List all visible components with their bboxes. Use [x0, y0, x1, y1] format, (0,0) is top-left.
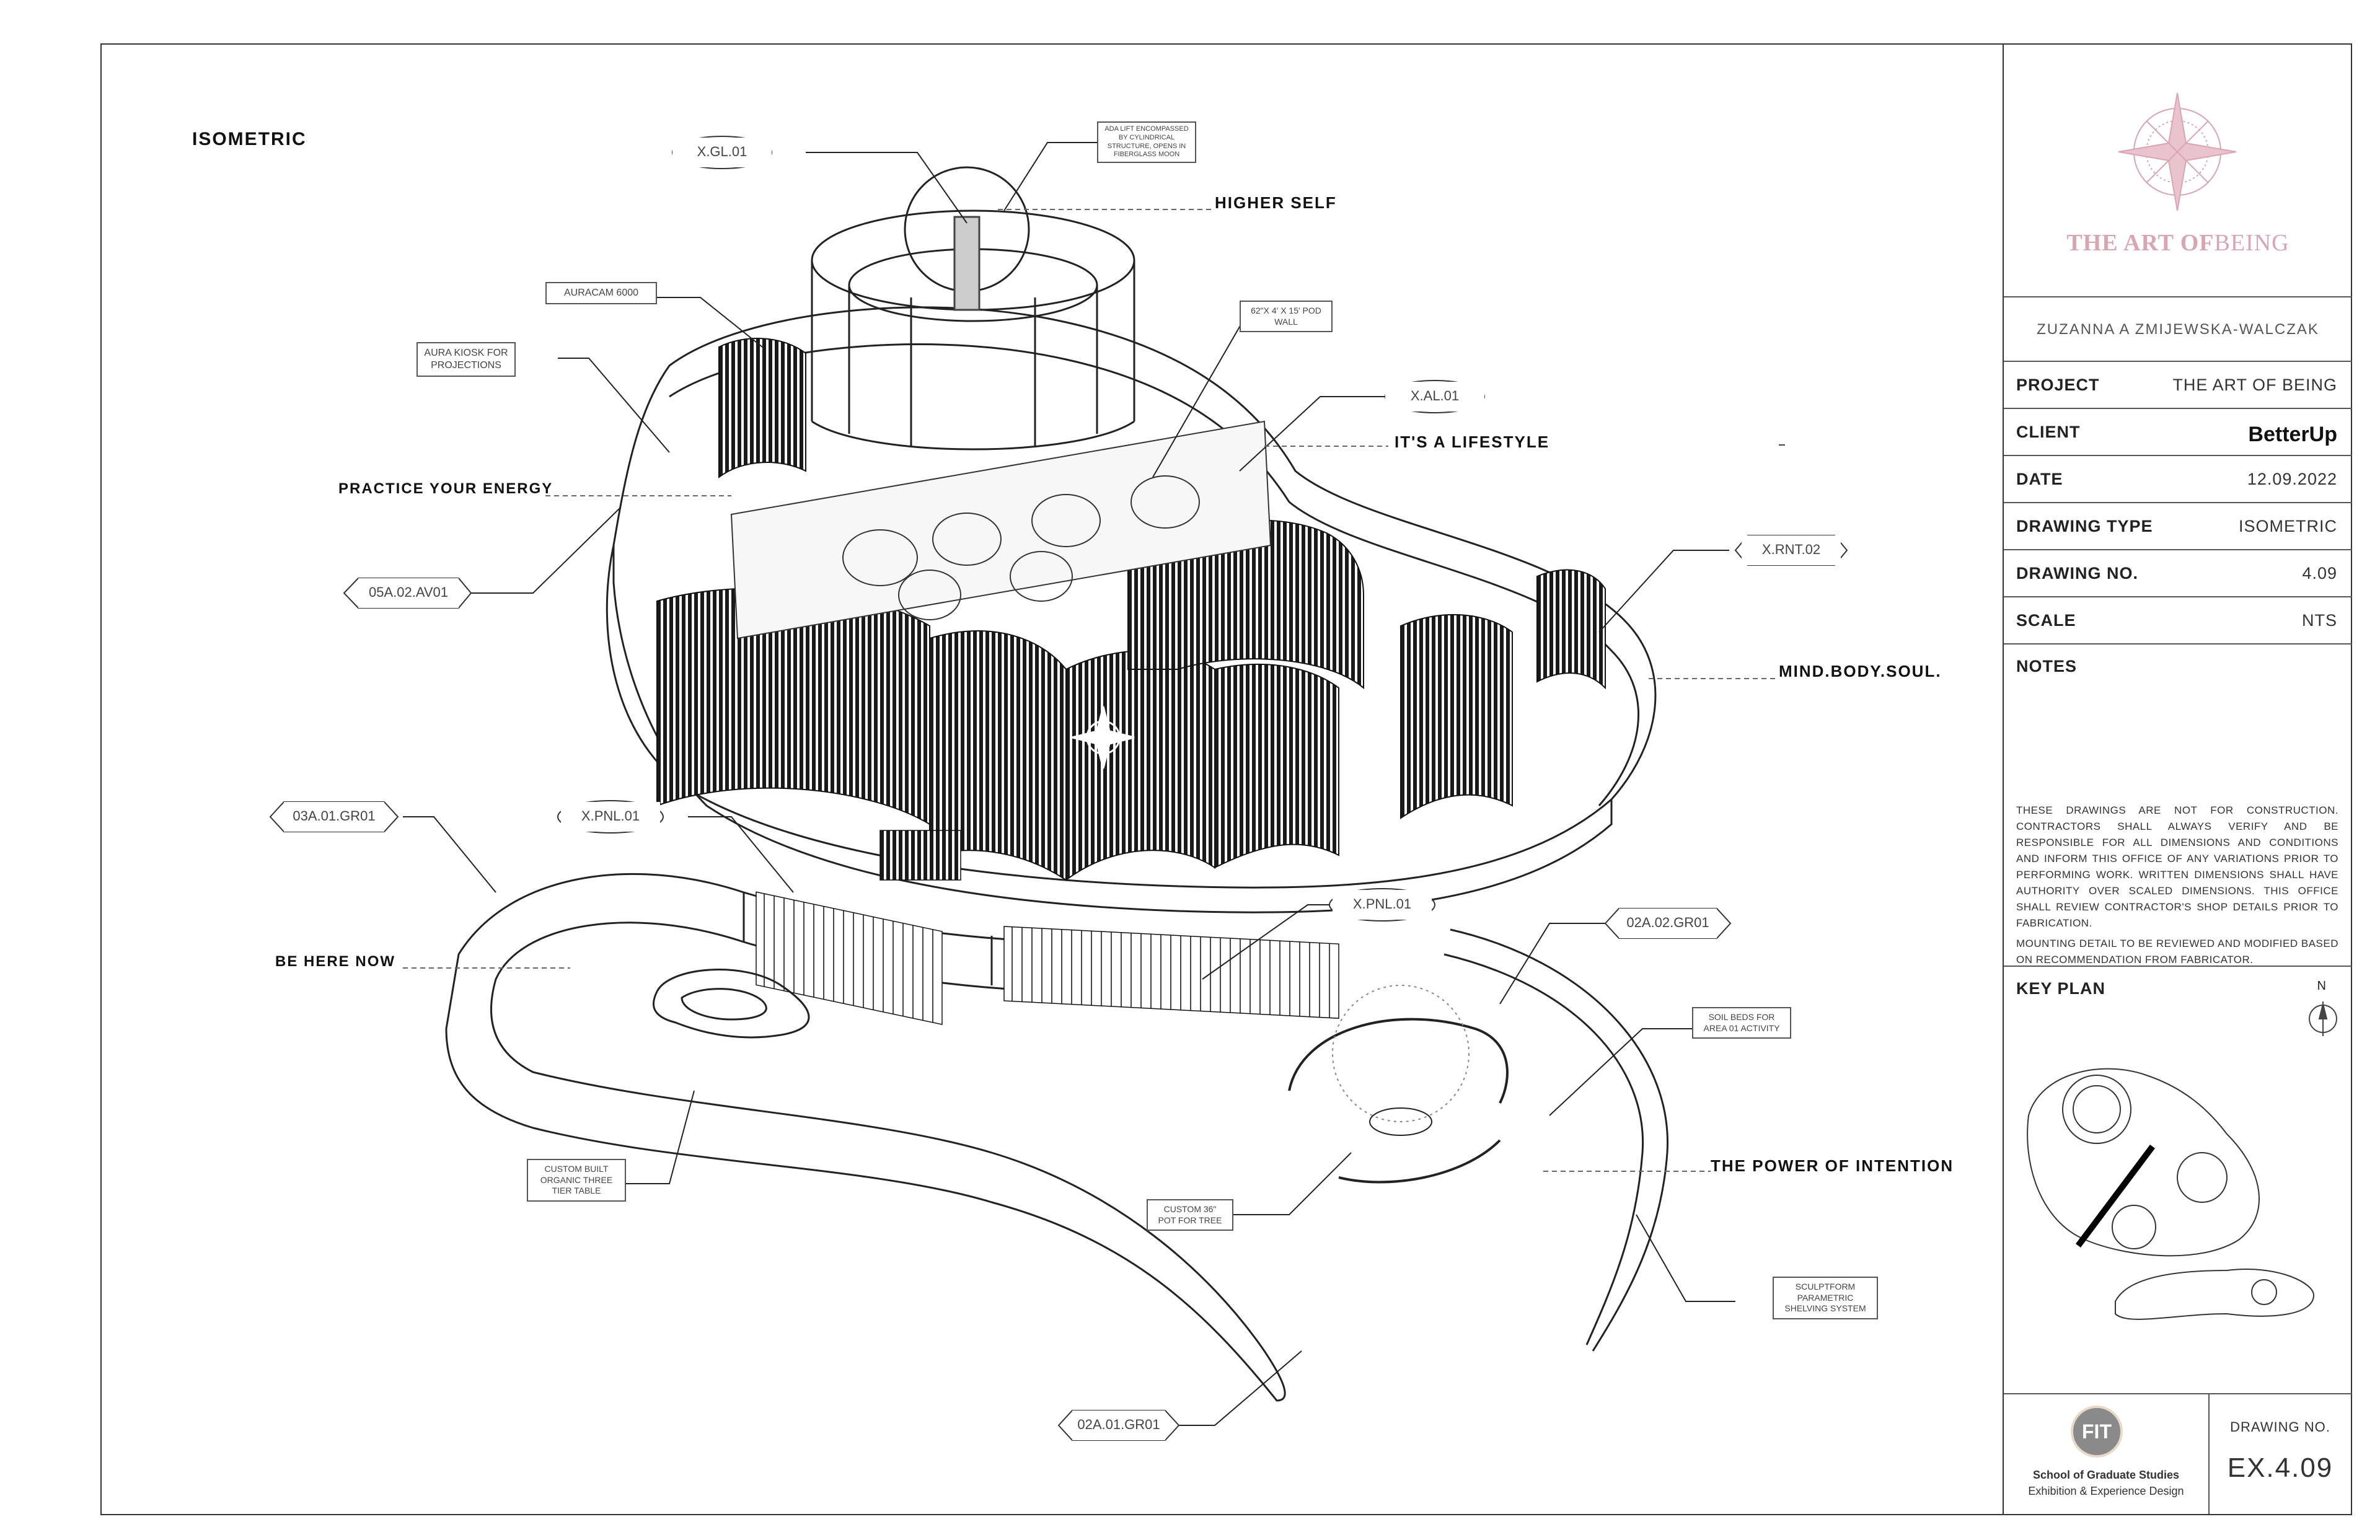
row-project: PROJECT THE ART OF BEING	[2004, 362, 2352, 409]
tag-gr01-03a: 03A.01.GR01	[284, 802, 384, 832]
footer-drawing-no-label: DRAWING NO.	[2230, 1419, 2330, 1435]
row-drawing-no-key: DRAWING NO.	[2016, 564, 2138, 583]
callout-tier-table: CUSTOM BUILT ORGANIC THREE TIER TABLE	[527, 1159, 626, 1202]
zone-label-mind-body-soul: MIND.BODY.SOUL.	[1779, 662, 1942, 680]
zone-dash-lines	[403, 209, 1779, 1172]
designer-name: ZUZANNA A ZMIJEWSKA-WALCZAK	[2037, 321, 2319, 338]
zone-label-be-here-now: BE HERE NOW	[275, 953, 396, 970]
footer-drawing-no: EX.4.09	[2227, 1453, 2334, 1483]
row-scale-value: NTS	[2302, 611, 2337, 630]
row-drawing-type: DRAWING TYPE ISOMETRIC	[2004, 503, 2352, 550]
tag-gr01-02a1: 02A.01.GR01	[1072, 1410, 1165, 1440]
notes-label: NOTES	[2016, 657, 2078, 675]
fit-badge: FIT	[2071, 1406, 2123, 1458]
row-date-key: DATE	[2016, 470, 2063, 488]
key-plan-cell: KEY PLAN N	[2004, 967, 2352, 1394]
callout-soil-beds: SOIL BEDS FOR AREA 01 ACTIVITY	[1692, 1007, 1791, 1039]
row-drawing-no: DRAWING NO. 4.09	[2004, 550, 2352, 597]
tree-planter	[1288, 985, 1509, 1184]
view-title: ISOMETRIC	[192, 129, 307, 149]
cylinder-tower	[811, 166, 1135, 451]
drawing-sheet-border	[100, 43, 2352, 1515]
slatted-walls	[656, 338, 1606, 881]
zone-label-higher-self: HIGHER SELF	[1215, 193, 1337, 212]
callout-shelving: SCULPTFORM PARAMETRIC SHELVING SYSTEM	[1773, 1277, 1878, 1319]
tag-xal01: X.AL.01	[1385, 382, 1484, 411]
row-drawing-no-value: 4.09	[2302, 564, 2337, 583]
north-arrow-icon	[2309, 1001, 2337, 1036]
row-scale: SCALE NTS	[2004, 597, 2352, 645]
row-project-value: THE ART OF BEING	[2172, 376, 2337, 394]
row-date-value: 12.09.2022	[2247, 470, 2337, 488]
tag-xpnl01-a: X.PNL.01	[561, 802, 660, 832]
key-plan-outline	[2027, 1068, 2315, 1320]
logo-text-art-of: THE ART OF	[2066, 230, 2215, 256]
logo-text-being: BEING	[2214, 230, 2290, 256]
callout-ada-lift: ADA LIFT ENCOMPASSED BY CYLINDRICAL STRU…	[1097, 121, 1196, 163]
notes-text-1: THESE DRAWINGS ARE NOT FOR CONSTRUCTION.…	[2016, 804, 2338, 929]
row-scale-key: SCALE	[2016, 611, 2076, 630]
school-line-1: School of Graduate Studies	[2032, 1469, 2180, 1481]
tag-xrnt02: X.RNT.02	[1742, 535, 1841, 565]
row-client: CLIENT BetterUp	[2004, 409, 2352, 456]
notes-cell: NOTES	[2004, 645, 2352, 967]
upper-platform	[606, 306, 1657, 913]
row-date: DATE 12.09.2022	[2004, 456, 2352, 503]
row-project-key: PROJECT	[2016, 376, 2100, 394]
panel-walls	[756, 830, 1339, 1025]
client-logo: BetterUp	[2248, 423, 2337, 446]
school-line-2: Exhibition & Experience Design	[2028, 1485, 2184, 1497]
tag-shapes	[269, 136, 1848, 1441]
row-client-key: CLIENT	[2016, 423, 2081, 441]
footer-cell: FIT School of Graduate Studies Exhibitio…	[2004, 1394, 2352, 1514]
star-sign	[1072, 706, 1135, 769]
callout-pot: CUSTOM 36" POT FOR TREE	[1147, 1199, 1233, 1231]
logo-cell: THE ART OFBEING	[2004, 43, 2352, 297]
tag-xpnl01-b: X.PNL.01	[1333, 890, 1432, 920]
callout-auracam: AURACAM 6000	[545, 282, 657, 304]
north-label: N	[2317, 979, 2326, 993]
pod-wall	[730, 420, 1272, 640]
compass-star-logo-icon	[2118, 92, 2237, 211]
zone-label-practice: PRACTICE YOUR ENERGY	[338, 480, 553, 497]
notes-text-2: MOUNTING DETAIL TO BE REVIEWED AND MODIF…	[2016, 938, 2338, 966]
tag-gr01-02a2: 02A.02.GR01	[1619, 909, 1717, 938]
key-plan-diagram	[2027, 1001, 2337, 1320]
row-drawing-type-value: ISOMETRIC	[2238, 517, 2337, 535]
tag-av01: 05A.02.AV01	[358, 578, 459, 608]
title-block: THE ART OFBEING ZUZANNA A ZMIJEWSKA-WALC…	[2003, 43, 2352, 1515]
zone-label-power-of-intention: THE POWER OF INTENTION	[1711, 1156, 1954, 1175]
key-plan-label: KEY PLAN	[2016, 979, 2106, 998]
row-drawing-type-key: DRAWING TYPE	[2016, 517, 2153, 535]
callout-aura-kiosk: AURA KIOSK FOR PROJECTIONS	[416, 342, 516, 377]
right-curve-wall	[1443, 928, 1668, 1352]
callout-pod-wall: 62"X 4' X 15' POD WALL	[1240, 301, 1333, 332]
zone-label-lifestyle: IT'S A LIFESTYLE	[1395, 433, 1550, 451]
tag-xgl01: X.GL.01	[672, 138, 772, 167]
tier-table	[653, 969, 810, 1039]
designer-cell: ZUZANNA A ZMIJEWSKA-WALCZAK	[2004, 297, 2352, 362]
isometric-drawing	[403, 142, 1785, 1426]
